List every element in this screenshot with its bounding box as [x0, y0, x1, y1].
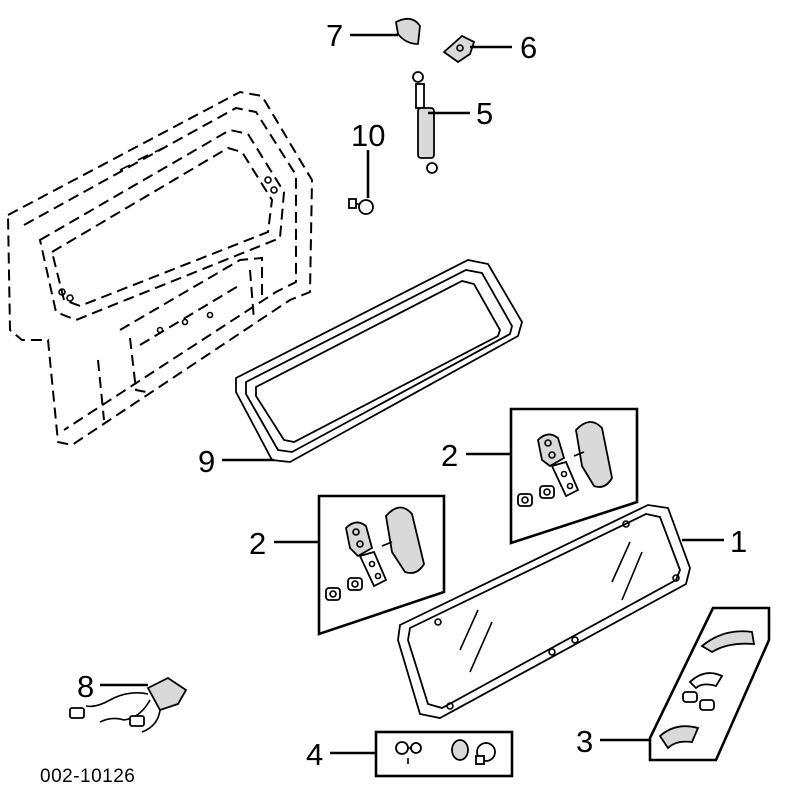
leader-lines — [100, 33, 724, 755]
support-strut — [412, 71, 438, 174]
handle-kit — [648, 606, 771, 762]
weatherstrip-seal — [235, 259, 523, 463]
callout-2-lower: 2 — [249, 526, 266, 561]
strut-bracket — [442, 34, 476, 64]
liftgate-outline — [6, 90, 314, 447]
callout-3: 3 — [576, 724, 593, 759]
callout-7: 7 — [326, 18, 343, 53]
back-glass — [397, 504, 691, 719]
callout-9: 9 — [198, 444, 215, 479]
bolt — [348, 198, 374, 215]
callout-labels: 7 6 5 10 9 2 2 1 3 4 8 002-10126 — [40, 18, 747, 787]
callout-4: 4 — [306, 737, 323, 772]
wiring-harness — [69, 676, 188, 733]
callout-6: 6 — [520, 30, 537, 65]
clip — [395, 17, 421, 45]
fastener-kit — [374, 730, 514, 778]
callout-2-upper: 2 — [441, 438, 458, 473]
callout-5: 5 — [476, 96, 493, 131]
hinge-kit-lower — [317, 494, 446, 636]
callout-1: 1 — [730, 524, 747, 559]
reference-code: 002-10126 — [40, 766, 135, 787]
hinge-kit-upper — [509, 407, 639, 545]
callout-8: 8 — [77, 669, 94, 704]
callout-10: 10 — [351, 118, 385, 153]
